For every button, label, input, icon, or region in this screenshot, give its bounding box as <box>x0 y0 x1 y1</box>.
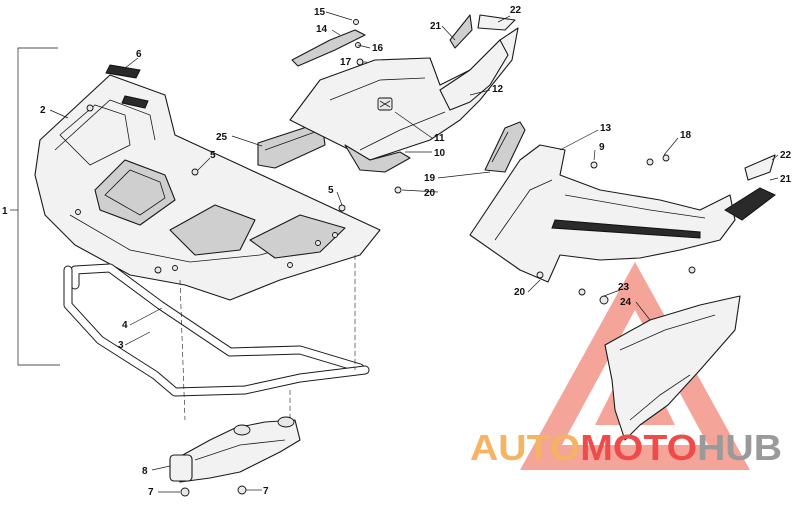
callout-3: 3 <box>118 340 124 351</box>
screw-part-15 <box>353 19 359 25</box>
callout-10: 10 <box>434 148 446 159</box>
callout-25: 25 <box>216 132 228 143</box>
mount-bracket-part-8 <box>169 416 301 483</box>
washer-part-23 <box>578 266 696 305</box>
bolt-part-7 <box>180 485 247 497</box>
callout-8: 8 <box>142 466 148 477</box>
trim-strip-part-14 <box>291 29 366 67</box>
callout-24: 24 <box>620 297 632 308</box>
callout-14: 14 <box>316 24 328 35</box>
front-rack-part-2 <box>34 74 381 301</box>
screw-part-20-lower <box>536 271 544 279</box>
reflector-part-19 <box>484 121 526 173</box>
callout-22b: 22 <box>780 150 792 161</box>
callout-9: 9 <box>599 142 605 153</box>
watermark-moto: MOTO <box>580 427 697 468</box>
callout-16: 16 <box>372 43 384 54</box>
decal-part-6 <box>105 64 149 109</box>
side-panel-part-12 <box>439 39 509 111</box>
callout-17: 17 <box>340 57 352 68</box>
callout-6: 6 <box>136 49 142 60</box>
lower-panel-part-10 <box>344 144 411 173</box>
callout-21a: 21 <box>430 21 442 32</box>
callout-12: 12 <box>492 84 504 95</box>
callout-11: 11 <box>434 133 445 144</box>
clip-part-18b <box>662 154 670 162</box>
callout-5a: 5 <box>210 150 216 161</box>
callout-20a: 20 <box>424 188 436 199</box>
callout-20b: 20 <box>514 287 526 298</box>
callout-1: 1 <box>2 206 8 217</box>
callout-7b: 7 <box>263 486 269 497</box>
front-fascia-part-11 <box>289 27 519 161</box>
callout-23: 23 <box>618 282 630 293</box>
reflector-part-21-upper <box>449 14 473 49</box>
screw-part-20-upper <box>394 186 402 194</box>
callout-7a: 7 <box>148 487 154 498</box>
bracket-line <box>17 47 60 366</box>
watermark-auto: AUTO <box>470 427 580 468</box>
callout-labels: 1 2 3 4 5 5 6 7 7 8 9 10 11 12 13 14 15 … <box>2 5 792 498</box>
callout-21b: 21 <box>780 174 792 185</box>
bumper-tube-part-4 <box>70 263 365 373</box>
grille-part-21-lower <box>724 187 776 221</box>
callout-19: 19 <box>424 173 436 184</box>
callout-5b: 5 <box>328 185 334 196</box>
side-fascia-part-13 <box>469 144 736 283</box>
callout-2: 2 <box>40 105 46 116</box>
callout-15: 15 <box>314 7 326 18</box>
lower-guard-part-24 <box>604 295 741 441</box>
watermark-hub: HUB <box>697 427 782 468</box>
clip-part-18 <box>646 158 654 166</box>
screw-part-9 <box>590 161 598 169</box>
bumper-tube-part-3 <box>63 265 370 397</box>
callout-13: 13 <box>600 123 612 134</box>
callout-22a: 22 <box>510 5 522 16</box>
callout-4: 4 <box>122 320 128 331</box>
callout-18: 18 <box>680 130 692 141</box>
leader-lines <box>49 11 779 493</box>
cover-part-22-upper <box>477 14 516 31</box>
cover-part-22-lower <box>744 154 776 181</box>
